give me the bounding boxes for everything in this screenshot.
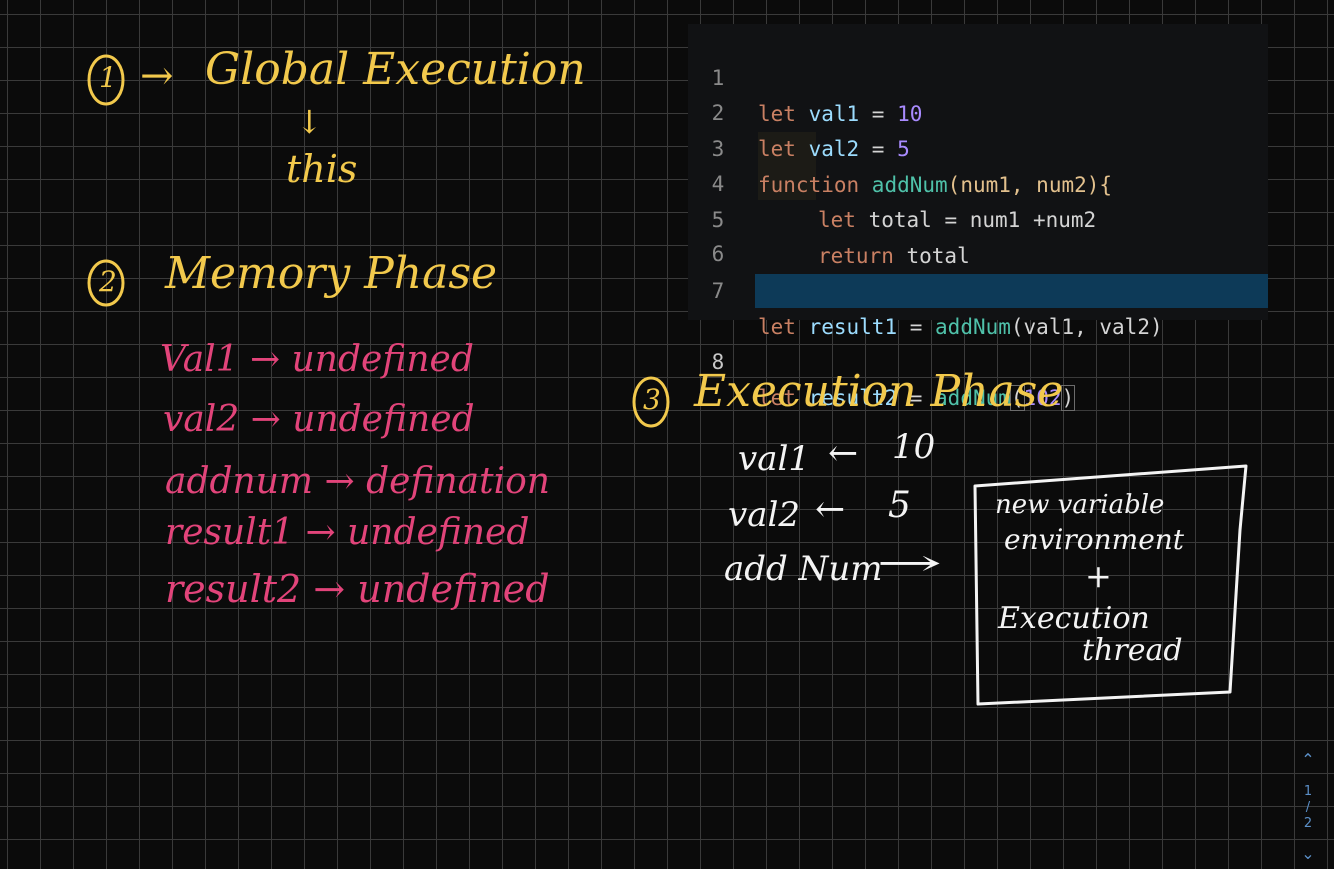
current-line-highlight	[755, 274, 1268, 308]
line-number: 2	[711, 101, 725, 125]
step1-number: 1	[99, 61, 117, 94]
chevron-down-icon[interactable]: ⌄	[1301, 844, 1315, 863]
step3-title: Execution Phase	[694, 366, 1064, 417]
line-number: 7	[711, 279, 725, 303]
function-name: addNum	[859, 173, 948, 197]
exec-item-arrow: →	[876, 543, 943, 584]
step1-down-arrow: ↓	[296, 103, 323, 141]
number-literal: 10	[1023, 386, 1049, 410]
function-call: addNum	[935, 386, 1011, 410]
code-line-5[interactable]: 5 return total	[688, 166, 1268, 268]
memory-item: val2 → undefined	[163, 399, 475, 440]
exec-item-value: 10	[892, 427, 936, 467]
step1-arrow: →	[140, 53, 174, 99]
page-separator: /	[1305, 800, 1311, 815]
keyword: function	[758, 173, 860, 197]
memory-item: result2 → undefined	[165, 567, 550, 611]
line-number: 1	[711, 66, 725, 90]
box-line: +	[1085, 557, 1112, 595]
memory-item: addnum → defination	[165, 461, 550, 502]
current-page: 1	[1303, 784, 1313, 799]
step3-number: 3	[643, 383, 661, 416]
code-line-4[interactable]: 4 let total = num1 +num2	[688, 130, 1268, 232]
execution-context-box	[973, 464, 1248, 706]
box-line: thread	[1082, 633, 1183, 668]
code-line-1[interactable]: 1 let val1 = 10	[688, 24, 1268, 126]
box-line: new variable	[995, 490, 1165, 520]
line-number: 5	[711, 208, 725, 232]
step1-circle	[87, 54, 125, 106]
number-literal: 2	[1048, 386, 1062, 410]
exec-item-arrow: ←	[815, 489, 846, 530]
memory-item: Val1 → undefined	[160, 339, 474, 380]
chevron-up-icon[interactable]: ⌃	[1301, 750, 1315, 769]
operator: =	[897, 315, 936, 339]
statement: total = num1 +num2	[855, 208, 1097, 232]
line-number: 3	[711, 137, 725, 161]
memory-item: result1 → undefined	[165, 512, 530, 553]
step2-number: 2	[99, 265, 117, 298]
identifier: val2	[795, 137, 860, 161]
line-number: 6	[711, 242, 725, 266]
exec-item-value: 5	[888, 485, 911, 526]
identifier: result1	[795, 315, 898, 339]
step1-title: Global Execution	[205, 44, 586, 95]
step1-this: this	[286, 147, 358, 191]
total-pages: 2	[1303, 816, 1313, 831]
function-call: addNum	[935, 315, 1011, 339]
operator: =	[859, 102, 898, 126]
step3-circle	[632, 376, 670, 428]
arguments: (val1, val2)	[1010, 315, 1163, 339]
open-paren: (	[1009, 385, 1025, 411]
page-navigator: ⌃ 1 / 2 ⌄	[1296, 752, 1320, 869]
exec-item-arrow: ←	[828, 433, 859, 474]
line-number: 4	[711, 172, 725, 196]
number-literal: 5	[897, 137, 910, 161]
step2-circle	[87, 259, 125, 307]
operator: =	[897, 386, 936, 410]
box-line: Execution	[998, 601, 1150, 636]
code-line-7[interactable]: 7 let result1 = addNum(val1, val2)	[688, 237, 1268, 339]
keyword: let	[818, 208, 856, 232]
step2-title: Memory Phase	[165, 248, 497, 299]
keyword: let	[758, 386, 796, 410]
keyword: let	[758, 315, 796, 339]
close-paren: )	[1060, 385, 1076, 411]
keyword: let	[758, 102, 796, 126]
box-line: environment	[1004, 523, 1185, 556]
code-line-3[interactable]: 3 function addNum(num1, num2){	[688, 95, 1268, 197]
indent-guide-block	[758, 132, 816, 200]
code-line-2[interactable]: 2 let val2 = 5	[688, 59, 1268, 161]
params: (num1, num2){	[947, 173, 1113, 197]
exec-item-name: add Num	[724, 549, 883, 589]
operator: =	[859, 137, 898, 161]
code-line-8-current[interactable]: 8 let result2 = addNum(102)	[688, 272, 1268, 411]
statement: total	[893, 244, 970, 268]
identifier: result2	[795, 386, 898, 410]
exec-item-name: val2	[728, 495, 800, 535]
line-number: 8	[711, 350, 725, 374]
keyword: return	[818, 244, 894, 268]
exec-item-name: val1	[738, 439, 810, 479]
identifier: val1	[795, 102, 860, 126]
number-literal: 10	[897, 102, 923, 126]
keyword: let	[758, 137, 796, 161]
